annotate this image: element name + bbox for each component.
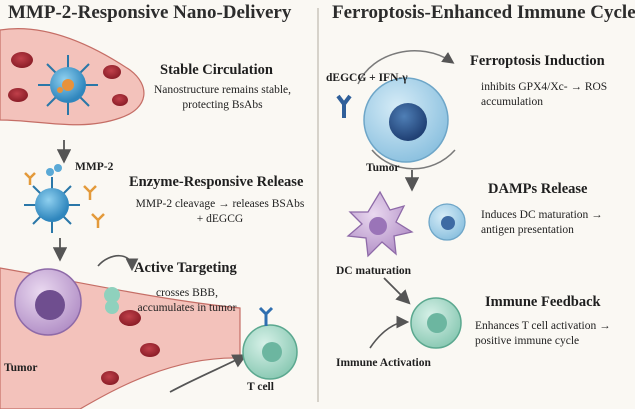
stage-heading-enzyme-release: Enzyme-Responsive Release [129,174,304,190]
tcell-right [410,297,462,349]
nanoparticle-releasing [24,177,80,233]
label-immune-activation: Immune Activation [336,357,431,369]
stage-heading-immune-feedback: Immune Feedback [485,294,601,310]
label-tumor-left: Tumor [4,362,38,374]
stage-heading-stable-circulation: Stable Circulation [160,62,273,78]
cycle-arc-lower [371,149,456,170]
stage-body-enzyme-release: MMP-2 cleavage → releases BSAbs + dEGCG [135,198,305,225]
mmp2-enzyme-icon [46,164,62,176]
stage-heading-damps: DAMPs Release [488,181,588,197]
stage-heading-ferroptosis: Ferroptosis Induction [470,53,605,69]
targeting-receptor [97,254,139,314]
stage-body-stable-circulation: Nanostructure remains stable, protecting… [154,84,291,111]
dendritic-cell [346,190,414,258]
stage-body-ferroptosis: inhibits GPX4/Xc- → ROS accumulation [481,81,608,108]
arrow-to-tcell [169,354,248,393]
stage-body-damps: Induces DC maturation → antigen presenta… [481,209,603,236]
label-tumor-right: Tumor [366,162,400,174]
tumor-fragment [428,203,466,241]
stage-heading-active-targeting: Active Targeting [134,260,237,276]
tumor-cell-left [14,268,82,336]
stage-body-active-targeting: crosses BBB, accumulates in tumor [137,287,237,314]
released-antibodies [24,172,105,228]
tcell-left [242,306,298,380]
tumor-cell-right [363,77,449,163]
left-panel-title: MMP-2-Responsive Nano-Delivery [8,2,292,23]
stage-body-immune-feedback: Enhances T cell activation → positive im… [475,320,611,347]
nanoparticle-circulating [38,55,98,115]
red-blood-cells-bottom [101,310,160,385]
activation-arrow [369,315,410,349]
label-mmp2: MMP-2 [75,161,114,173]
cycle-arc [357,50,455,85]
drug-antibody-icon [336,94,352,118]
arrow-to-tcell-right [383,277,411,305]
label-dc-maturation: DC maturation [336,265,412,277]
label-tcell: T cell [247,381,274,393]
label-degcg-ifn: dEGCG + IFN-γ [326,72,408,84]
red-blood-cells-top [8,52,128,106]
right-panel-title: Ferroptosis-Enhanced Immune Cycle [332,2,635,23]
